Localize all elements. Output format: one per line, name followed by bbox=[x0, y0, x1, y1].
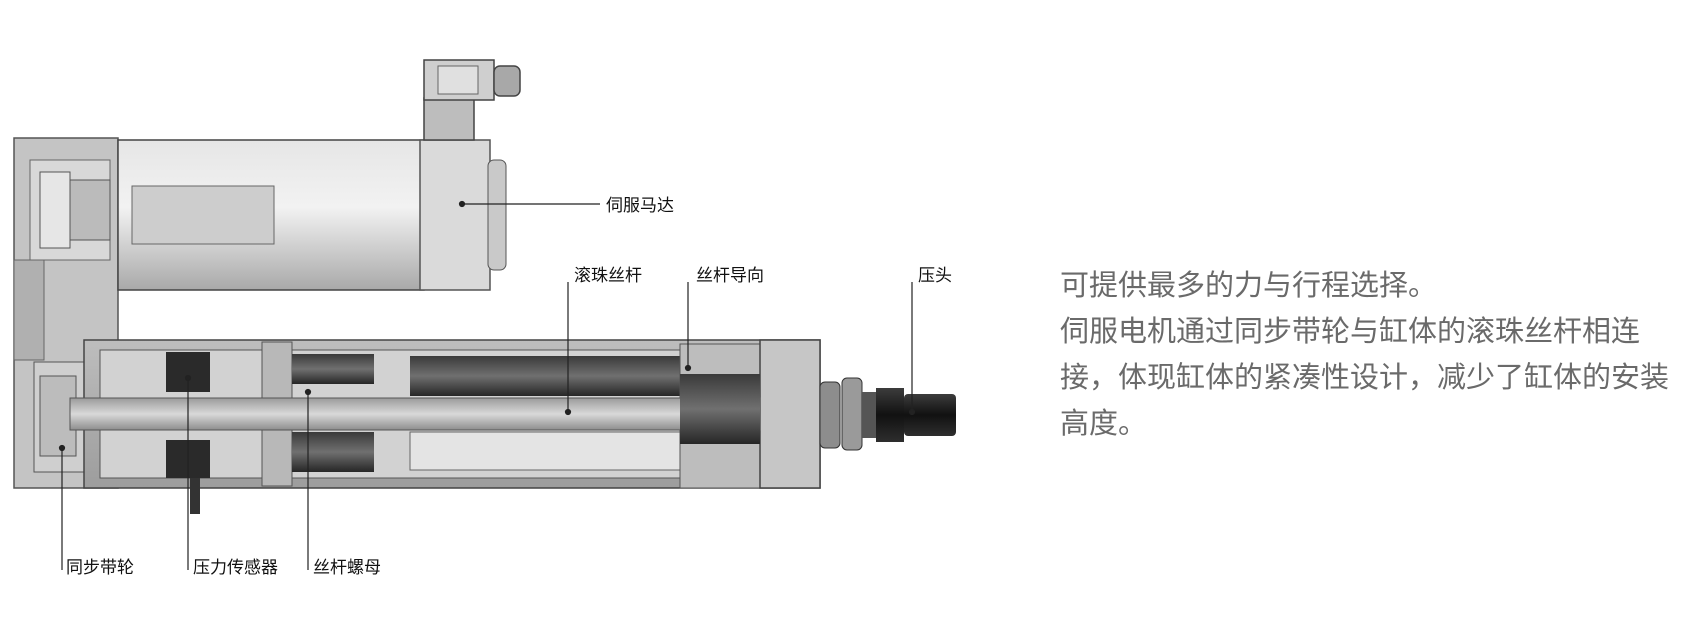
label-screw-guide: 丝杆导向 bbox=[696, 266, 764, 286]
label-timing-pulley: 同步带轮 bbox=[66, 558, 134, 578]
description-line-2: 伺服电机通过同步带轮与缸体的滚珠丝杆相连接，体现缸体的紧凑性设计，减少了缸体的安… bbox=[1060, 314, 1670, 440]
label-servo-motor: 伺服马达 bbox=[606, 196, 674, 216]
label-pressure-sensor: 压力传感器 bbox=[193, 558, 278, 578]
label-ball-screw: 滚珠丝杆 bbox=[574, 266, 642, 286]
cylinder-body bbox=[69, 339, 821, 514]
description-text: 可提供最多的力与行程选择。 伺服电机通过同步带轮与缸体的滚珠丝杆相连接，体现缸体… bbox=[1060, 262, 1685, 446]
description-line-1: 可提供最多的力与行程选择。 bbox=[1060, 268, 1438, 302]
label-screw-nut: 丝杆螺母 bbox=[313, 558, 381, 578]
press-head-graphic bbox=[819, 377, 956, 451]
actuator-cross-section-diagram bbox=[13, 59, 956, 570]
pulley-housing bbox=[13, 137, 119, 489]
label-press-head: 压头 bbox=[918, 266, 952, 286]
leader-lines bbox=[58, 200, 916, 570]
servo-motor-graphic bbox=[117, 59, 521, 291]
